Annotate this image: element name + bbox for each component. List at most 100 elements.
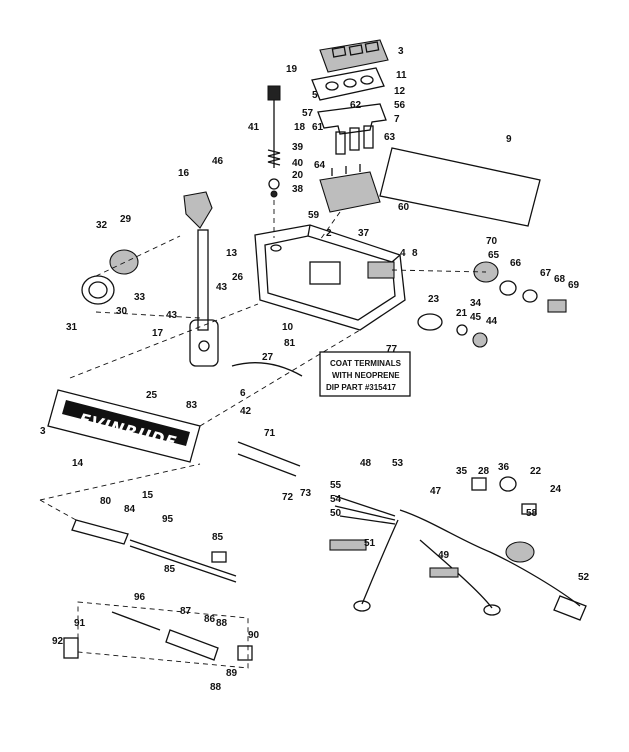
callout-49: 49 [438,550,450,561]
callout-5: 5 [312,90,318,101]
callout-40: 40 [292,158,304,169]
callout-25: 25 [146,390,158,401]
callout-48: 48 [360,458,372,469]
callout-77: 77 [386,344,398,355]
callout-8: 8 [412,248,418,259]
callout-64: 64 [314,160,326,171]
callout-69: 69 [568,280,580,291]
key-switch [473,261,567,313]
callout-32: 32 [96,220,108,231]
callout-23: 23 [428,294,440,305]
callout-36: 36 [498,462,510,473]
callout-72: 72 [282,492,294,503]
callout-52: 52 [578,572,590,583]
callout-87: 87 [180,606,192,617]
callout-43: 43 [216,282,228,293]
wiring-harness [329,495,581,616]
callout-73: 73 [300,488,312,499]
face-plate [47,389,201,463]
cable-parts [71,519,237,583]
callout-80: 80 [100,496,112,507]
callout-20: 20 [292,170,304,181]
callout-28: 28 [478,466,490,477]
knob-spring-stack [267,85,281,198]
callout-41: 41 [248,122,260,133]
callout-29: 29 [120,214,132,225]
callout-50: 50 [330,508,342,519]
shift-lever [189,229,219,367]
callout-63: 63 [384,132,396,143]
callout-26: 26 [232,272,244,283]
callout-2: 2 [326,228,332,239]
callout-51: 51 [364,538,376,549]
callout-9: 9 [506,134,512,145]
callout-68: 68 [554,274,566,285]
callout-31: 31 [66,322,78,333]
callout-4: 4 [400,248,406,259]
callout-37: 37 [358,228,370,239]
callout-88: 88 [216,618,228,629]
callout-44: 44 [486,316,498,327]
callout-19: 19 [286,64,298,75]
callout-59: 59 [308,210,320,221]
callout-57: 57 [302,108,314,119]
callout-86: 86 [204,614,216,625]
note-line-3: DIP PART #315417 [326,383,397,392]
small-hardware [471,476,537,515]
switch-body [319,164,381,213]
throttle-knob [81,249,139,305]
note-line-1: COAT TERMINALS [330,359,402,368]
callout-21: 21 [456,308,468,319]
callout-60: 60 [398,202,410,213]
callout-81: 81 [284,338,296,349]
control-housing [254,224,406,331]
cover-plate [319,39,389,73]
callout-14: 14 [72,458,84,469]
callout-83: 83 [186,400,198,411]
callout-56: 56 [394,100,406,111]
callout-71: 71 [264,428,276,439]
note-line-2: WITH NEOPRENE [332,371,400,380]
callout-30: 30 [116,306,128,317]
callout-labels: 3 11 12 5 56 57 7 62 61 63 64 60 59 2 37… [40,46,590,693]
callout-33: 33 [134,292,146,303]
callout-96: 96 [134,592,146,603]
callout-45: 45 [470,312,482,323]
callout-18: 18 [294,122,306,133]
clevis-parts [63,611,253,661]
callout-90: 90 [248,630,260,641]
callout-38: 38 [292,184,304,195]
callout-43: 43 [166,310,178,321]
bracket [231,362,303,377]
callout-89: 89 [226,668,238,679]
callout-92: 92 [52,636,64,647]
callout-3: 3 [40,426,46,437]
callout-54: 54 [330,494,342,505]
cable [237,441,301,477]
callout-17: 17 [152,328,164,339]
callout-55: 55 [330,480,342,491]
callout-85: 85 [212,532,224,543]
callout-15: 15 [142,490,154,501]
callout-12: 12 [394,86,406,97]
assembly-lines [39,200,487,521]
callout-47: 47 [430,486,442,497]
callout-22: 22 [530,466,542,477]
callout-35: 35 [456,466,468,477]
callout-34: 34 [470,298,482,309]
callout-42: 42 [240,406,252,417]
side-panel [379,147,541,227]
lever-knob [183,191,213,229]
callout-39: 39 [292,142,304,153]
callout-91: 91 [74,618,86,629]
plug-end [553,595,587,621]
callout-65: 65 [488,250,500,261]
callout-58: 58 [526,508,538,519]
callout-27: 27 [262,352,274,363]
kit-box [77,601,249,669]
callout-6: 6 [240,388,246,399]
note-box [319,351,411,397]
callout-84: 84 [124,504,136,515]
